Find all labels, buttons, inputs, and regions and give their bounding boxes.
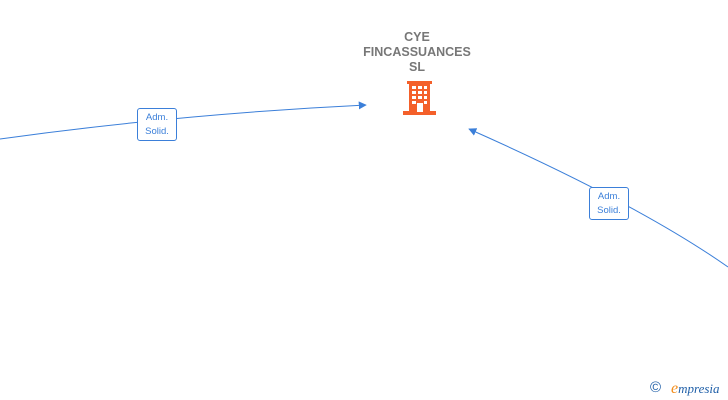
company-name[interactable]: CYE FINCASSUANCES SL (337, 30, 497, 75)
edge-label-line-1: Adm. (145, 112, 169, 123)
empresia-logo-text: mpresia (678, 381, 720, 396)
edge-label-adm-solid[interactable]: Adm. Solid. (137, 108, 177, 141)
edge-line-left (0, 101, 367, 140)
empresia-logo-initial: e (671, 380, 679, 397)
building-icon[interactable] (403, 81, 436, 120)
edge-label-line-2: Solid. (597, 205, 621, 216)
company-name-line-2: FINCASSUANCES (363, 45, 471, 59)
company-name-line-3: SL (409, 60, 425, 74)
edge-label-line-2: Solid. (145, 126, 169, 137)
edge-label-line-1: Adm. (597, 191, 621, 202)
company-name-line-1: CYE (404, 30, 430, 44)
edge-label-adm-solid[interactable]: Adm. Solid. (589, 187, 629, 220)
copyright-icon: © (650, 379, 662, 396)
empresia-logo[interactable]: empresia (671, 380, 720, 398)
